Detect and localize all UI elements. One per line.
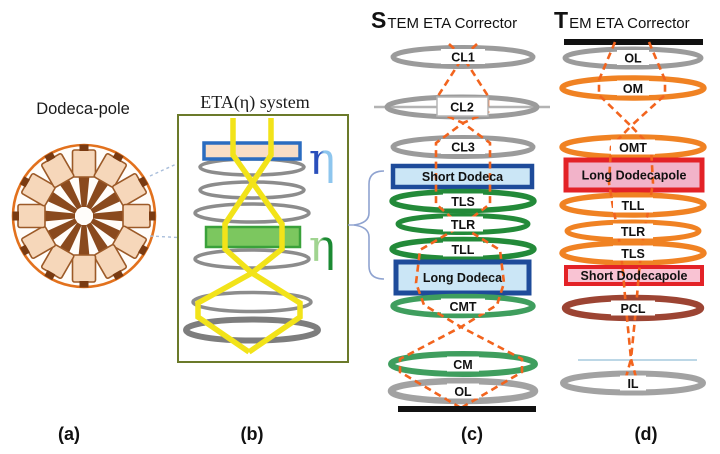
panel-tem-corrector: TEM ETA Corrector OL OM OMT Long Dodecap… [554, 7, 707, 444]
tem-lens-tlr [564, 219, 702, 243]
label-backplate [443, 216, 483, 232]
stem-lens-tls [389, 188, 537, 214]
stem-label-cmt: CMT [449, 300, 476, 314]
label-backplate [447, 383, 479, 399]
stem-label-tls: TLS [451, 195, 475, 209]
label-backplate [447, 356, 479, 372]
label-backplate [613, 223, 653, 239]
stem-label-long-dodeca: Long Dodeca [423, 271, 503, 285]
selection-brace-icon [353, 170, 385, 280]
caption-a: (a) [58, 424, 80, 444]
label-backplate [443, 241, 483, 257]
tem-label-short-dodecapole: Short Dodecapole [581, 269, 688, 283]
tem-label-tll: TLL [622, 199, 645, 213]
tem-lens-il [560, 370, 706, 396]
tem-header: TEM ETA Corrector [554, 7, 690, 33]
eta-lens-ellipse-thick [183, 316, 321, 344]
stem-label-tll: TLL [452, 243, 475, 257]
eta-lens-ellipse [193, 248, 311, 270]
eta-long-dodecapole-rect [204, 225, 302, 249]
eta-lens-ellipse [191, 290, 313, 314]
tem-label-tlr: TLR [621, 225, 645, 239]
eta-lens-ellipse [193, 202, 311, 224]
stem-label-short-dodeca: Short Dodeca [422, 170, 504, 184]
tem-lens-tll [559, 192, 707, 218]
stem-short-dodecapole-rect [390, 163, 535, 190]
tem-lens-om [559, 75, 707, 101]
tem-lens-omt [559, 134, 707, 160]
stem-label-cm: CM [453, 358, 472, 372]
eta-system-title: ETA(η) system [200, 92, 309, 113]
stem-label-ol: OL [454, 385, 472, 399]
tem-label-tls: TLS [621, 247, 645, 261]
label-backplate [611, 300, 655, 316]
tem-lens-ol [562, 46, 704, 70]
stem-base-bar [398, 406, 536, 412]
eta-short-dodecapole-rect [202, 141, 302, 161]
label-backplate [613, 245, 653, 261]
stem-label-cl3: CL3 [451, 141, 475, 155]
label-backplate [441, 139, 485, 154]
stem-lens-ol [387, 377, 539, 405]
tem-short-dodecapole-rect [564, 265, 704, 286]
label-backplate [443, 193, 483, 209]
label-backplate [441, 49, 485, 64]
cl2-label-box [436, 96, 489, 117]
tem-label-omt: OMT [619, 141, 647, 155]
panel-dodecapole: Dodeca-pole (a) [11, 100, 157, 444]
caption-b: (b) [241, 424, 264, 444]
label-backplate [611, 139, 655, 155]
yellow-beam-ray-right [222, 118, 303, 355]
tem-label-il: IL [627, 377, 638, 391]
stem-lens-cm [388, 351, 538, 377]
panel-eta-system: ETA(η) system η η (b) [177, 92, 349, 444]
eta-symbol-green: η [309, 221, 335, 272]
label-backplate [617, 80, 649, 96]
tem-lens-tls [559, 240, 707, 266]
tem-label-om: OM [623, 82, 643, 96]
tem-label-ol: OL [624, 52, 642, 66]
stem-label-cl1: CL1 [451, 51, 475, 65]
yellow-beam-ray-left [195, 118, 285, 355]
stem-label-cl2: CL2 [450, 101, 474, 115]
label-backplate [613, 197, 653, 213]
caption-d: (d) [635, 424, 658, 444]
tem-lens-pcl [561, 294, 705, 322]
stem-lens-cmt [390, 293, 536, 319]
label-backplate [620, 375, 646, 391]
dodecapole-title: Dodeca-pole [36, 100, 130, 118]
label-backplate [617, 50, 649, 65]
panel-stem-corrector: STEM ETA Corrector CL1 CL2 CL3 Short Dod… [371, 7, 550, 444]
stem-header: STEM ETA Corrector [371, 7, 517, 33]
tem-long-dodecapole-rect [563, 157, 705, 193]
tem-top-bar [564, 39, 703, 45]
tem-label-pcl: PCL [621, 302, 646, 316]
tem-label-long-dodecapole: Long Dodecapole [582, 169, 687, 183]
caption-c: (c) [461, 424, 483, 444]
label-backplate [441, 298, 485, 314]
eta-symbol-blue: η [309, 134, 335, 185]
stem-lens-cl1 [390, 45, 536, 69]
stem-label-tlr: TLR [451, 218, 475, 232]
stem-lens-cl3 [390, 135, 536, 159]
stem-lens-tlr [395, 213, 531, 235]
stem-lens-tll [389, 236, 537, 262]
